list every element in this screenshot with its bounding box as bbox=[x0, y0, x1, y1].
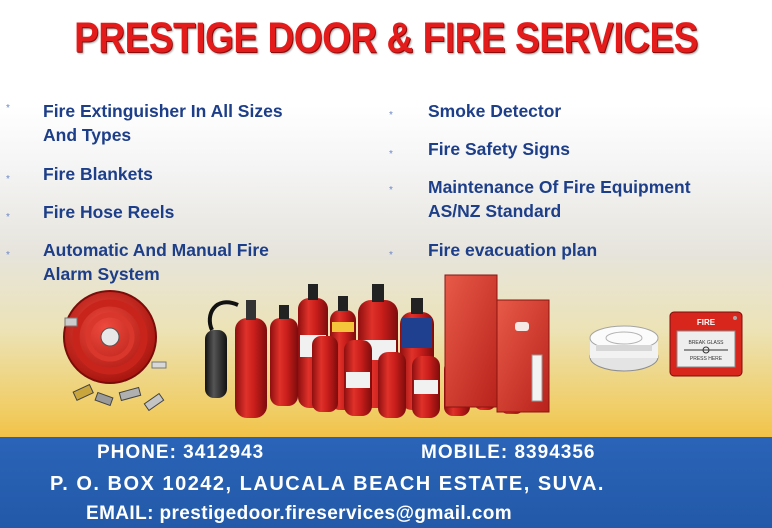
contact-footer: PHONE: 3412943 MOBILE: 8394356 P. O. BOX… bbox=[0, 437, 772, 528]
bullet-icon: * bbox=[6, 250, 10, 261]
phone-text: PHONE: 3412943 bbox=[97, 442, 265, 463]
service-fire-alarm-system: Automatic And Manual Fire Alarm System bbox=[43, 240, 269, 284]
co2-extinguisher-icon bbox=[205, 300, 267, 418]
service-fire-safety-signs: Fire Safety Signs bbox=[428, 139, 570, 159]
bullet-icon: * bbox=[389, 149, 393, 160]
service-fire-extinguishers: Fire Extinguisher In All Sizes And Types bbox=[43, 101, 283, 145]
bullet-icon: * bbox=[389, 110, 393, 121]
hose-reel-icon bbox=[63, 290, 167, 384]
bullet-icon: * bbox=[389, 185, 393, 196]
mobile-text: MOBILE: 8394356 bbox=[421, 442, 596, 463]
bullet-icon: * bbox=[389, 250, 393, 261]
bullet-icon: * bbox=[6, 174, 10, 185]
service-maintenance: Maintenance Of Fire Equipment AS/NZ Stan… bbox=[428, 177, 691, 221]
call-point-press-here-label: PRESS HERE bbox=[690, 356, 723, 362]
manual-call-point-icon: FIRE BREAK GLASS PRESS HERE bbox=[669, 311, 743, 377]
address-text: P. O. BOX 10242, LAUCALA BEACH ESTATE, S… bbox=[50, 473, 605, 495]
bullet-icon: * bbox=[6, 212, 10, 223]
service-fire-hose-reels: Fire Hose Reels bbox=[43, 202, 175, 222]
call-point-break-glass-label: BREAK GLASS bbox=[688, 340, 724, 346]
service-smoke-detector: Smoke Detector bbox=[428, 101, 562, 121]
fire-equipment-illustration: FIRE BREAK GLASS PRESS HERE bbox=[63, 274, 743, 418]
page-title: PRESTIGE DOOR & FIRE SERVICES bbox=[74, 14, 698, 62]
fire-blanket-cabinet-icon bbox=[444, 274, 550, 413]
service-fire-blankets: Fire Blankets bbox=[43, 164, 153, 184]
hose-fittings-icon bbox=[72, 383, 165, 412]
email-text: EMAIL: prestigedoor.fireservices@gmail.c… bbox=[86, 503, 513, 524]
service-evacuation-plan: Fire evacuation plan bbox=[428, 240, 598, 260]
smoke-detector-icon bbox=[589, 325, 659, 372]
call-point-fire-label: FIRE bbox=[697, 318, 716, 327]
bullet-icon: * bbox=[6, 103, 10, 114]
